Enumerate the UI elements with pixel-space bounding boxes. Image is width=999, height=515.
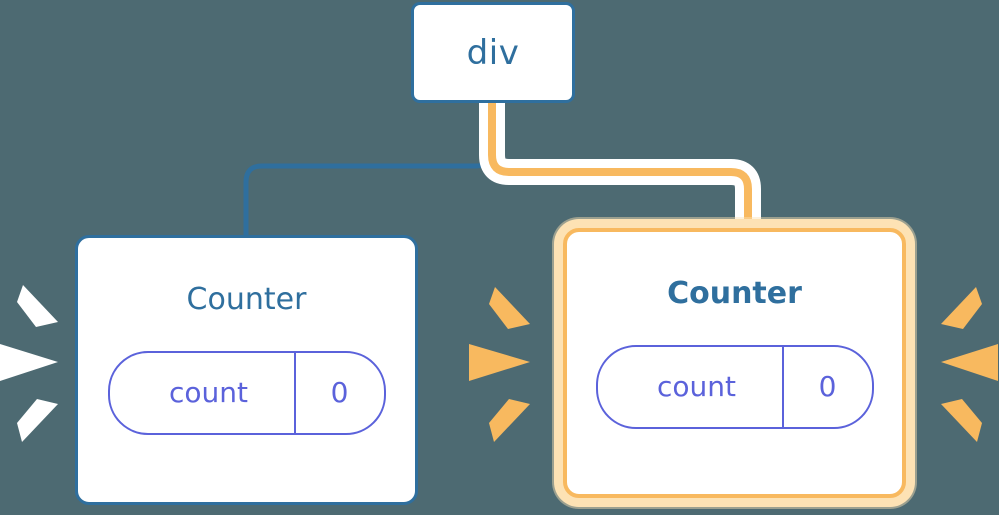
- node-counter-left[interactable]: Counter count 0: [75, 235, 418, 505]
- sparkle-rays-left-outer: [0, 285, 58, 442]
- ray-middle-icon: [941, 344, 998, 381]
- node-div[interactable]: div: [411, 2, 575, 103]
- ray-middle-icon: [0, 344, 58, 381]
- state-value: 0: [781, 347, 872, 427]
- ray-upper-icon: [489, 287, 530, 329]
- ray-middle-icon: [469, 344, 530, 381]
- edge-div-to-counter-right: [488, 103, 752, 240]
- state-key: count: [169, 376, 248, 409]
- state-value: 0: [293, 353, 384, 433]
- node-div-label: div: [466, 32, 520, 73]
- state-pill-counter-right: count 0: [595, 345, 874, 429]
- ray-upper-icon: [17, 285, 58, 327]
- node-counter-right-title: Counter: [667, 276, 802, 311]
- ray-lower-icon: [17, 399, 58, 442]
- ray-lower-icon: [941, 399, 982, 442]
- sparkle-rays-middle: [469, 287, 530, 442]
- state-pill-counter-left: count 0: [107, 351, 386, 435]
- state-key: count: [657, 370, 736, 403]
- ray-upper-icon: [941, 287, 982, 329]
- edge-div-to-counter-right-halo: [479, 103, 761, 240]
- edge-div-to-counter-left: [243, 103, 495, 237]
- ray-lower-icon: [489, 399, 530, 442]
- node-counter-right-highlighted[interactable]: Counter count 0: [563, 228, 906, 498]
- sparkle-rays-right-outer: [941, 287, 998, 442]
- node-counter-left-title: Counter: [186, 282, 307, 317]
